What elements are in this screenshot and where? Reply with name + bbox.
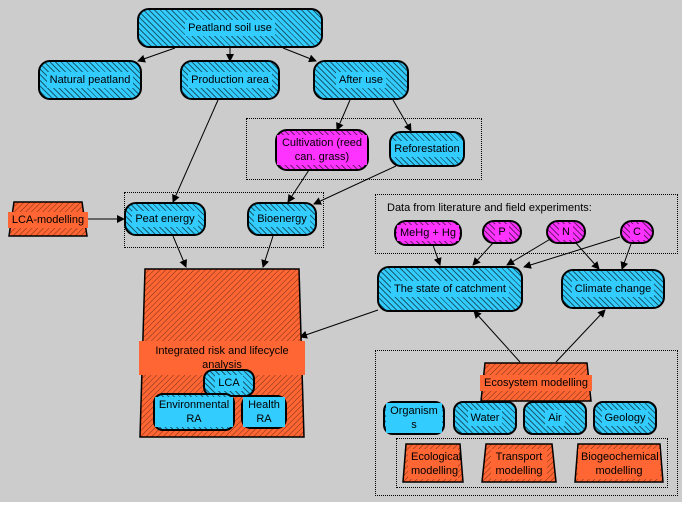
cultivation-node: Cultivation (reed can. grass) bbox=[275, 129, 369, 171]
lca-node: LCA bbox=[203, 369, 255, 397]
reforestation-node: Reforestation bbox=[389, 131, 465, 167]
climate-change-node: Climate change bbox=[561, 269, 665, 309]
geology-node: Geology bbox=[593, 401, 657, 435]
air-node: Air bbox=[523, 401, 587, 435]
ecosystem-modelling-node: Ecosystem modelling bbox=[480, 362, 592, 402]
arrow-soil-to-afteruse bbox=[282, 47, 317, 63]
water-node: Water bbox=[453, 401, 517, 435]
ecosystem-group bbox=[375, 350, 678, 496]
ecological-modelling-node: Ecological modelling bbox=[402, 443, 464, 483]
arrow-c-to-climate bbox=[620, 243, 632, 270]
c-node: C bbox=[620, 220, 654, 244]
transport-modelling-node: Transport modelling bbox=[481, 443, 557, 483]
mehg-hg-node: MeHg + Hg bbox=[394, 220, 462, 246]
peatland-soil-use-node: Peatland soil use bbox=[137, 8, 323, 48]
arrow-peat-to-analysis bbox=[172, 235, 187, 268]
p-node: P bbox=[482, 220, 522, 244]
arrow-catchment-to-analysis bbox=[299, 309, 379, 339]
modelling-group bbox=[396, 438, 668, 488]
arrow-c-to-catchment bbox=[523, 236, 621, 269]
after-use-node: After use bbox=[313, 60, 409, 100]
arrow-soil-to-natural bbox=[137, 47, 176, 63]
lca-modelling-node: LCA-modelling bbox=[8, 201, 88, 237]
natural-peatland-node: Natural peatland bbox=[38, 60, 142, 100]
arrow-production-to-peat bbox=[172, 99, 219, 203]
arrow-n-to-catchment bbox=[506, 237, 553, 266]
arrow-bio-to-analysis bbox=[261, 235, 274, 268]
data-heading: Data from literature and field experimen… bbox=[387, 202, 592, 214]
state-of-catchment-node: The state of catchment bbox=[377, 266, 523, 312]
arrow-ecosystem-to-catchment bbox=[473, 310, 521, 363]
production-area-node: Production area bbox=[180, 60, 280, 100]
health-ra-node: Health RA bbox=[241, 395, 287, 429]
n-node: N bbox=[546, 220, 586, 244]
biogeochemical-modelling-node: Biogeochemical modelling bbox=[574, 443, 664, 483]
arrow-afteruse-to-cultivation bbox=[336, 99, 351, 131]
peat-energy-node: Peat energy bbox=[124, 202, 206, 236]
arrow-cultivation-to-bioenergy bbox=[287, 169, 310, 203]
organisms-node: Organisms bbox=[383, 401, 445, 435]
arrow-n-to-climate bbox=[574, 241, 600, 270]
arrow-afteruse-to-reforestation bbox=[392, 99, 412, 132]
arrow-ecosystem-to-climate bbox=[555, 309, 606, 363]
environmental-ra-node: Environmental RA bbox=[153, 393, 235, 431]
bioenergy-node: Bioenergy bbox=[247, 202, 317, 236]
arrow-reforestation-to-bioenergy bbox=[313, 165, 397, 205]
arrow-p-to-catchment bbox=[472, 242, 494, 266]
arrow-mehg-to-catchment bbox=[432, 244, 442, 266]
after-use-group bbox=[246, 118, 482, 180]
